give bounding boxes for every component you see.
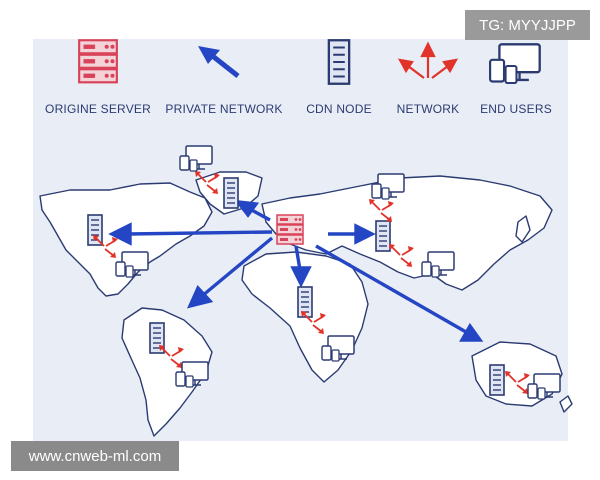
website-watermark: www.cnweb-ml.com: [11, 441, 179, 471]
cdn-node-icon: [375, 220, 391, 252]
continent-eurasia: [261, 175, 553, 291]
legend-label: PRIVATE NETWORK: [165, 102, 283, 116]
cdn-node-icon: [223, 177, 239, 209]
network-arrows-icon: [397, 41, 459, 79]
island-new-zealand: [559, 395, 573, 413]
legend-origin-server: ORIGINE SERVER: [34, 38, 162, 128]
legend-cdn-node: CDN NODE: [275, 38, 403, 128]
legend-label: END USERS: [480, 102, 552, 116]
origin-server-icon: [78, 39, 118, 84]
cdn-node-icon: [489, 364, 505, 396]
telegram-watermark: TG: MYYJJPP: [465, 10, 590, 40]
legend-end-users: END USERS: [452, 38, 580, 128]
legend-label: CDN NODE: [306, 102, 372, 116]
blue-arrow-icon: [198, 46, 240, 78]
cdn-node-icon: [87, 214, 103, 246]
continent-south-america: [121, 307, 213, 437]
legend-label: ORIGINE SERVER: [45, 102, 151, 116]
legend-private-network: PRIVATE NETWORK: [160, 38, 288, 128]
legend-network: NETWORK: [364, 38, 492, 128]
island-japan: [515, 215, 531, 243]
end-users-icon: [488, 43, 541, 85]
end-users-icon: [179, 145, 213, 172]
legend-label: NETWORK: [396, 102, 460, 116]
origin-server-icon: [276, 214, 304, 245]
